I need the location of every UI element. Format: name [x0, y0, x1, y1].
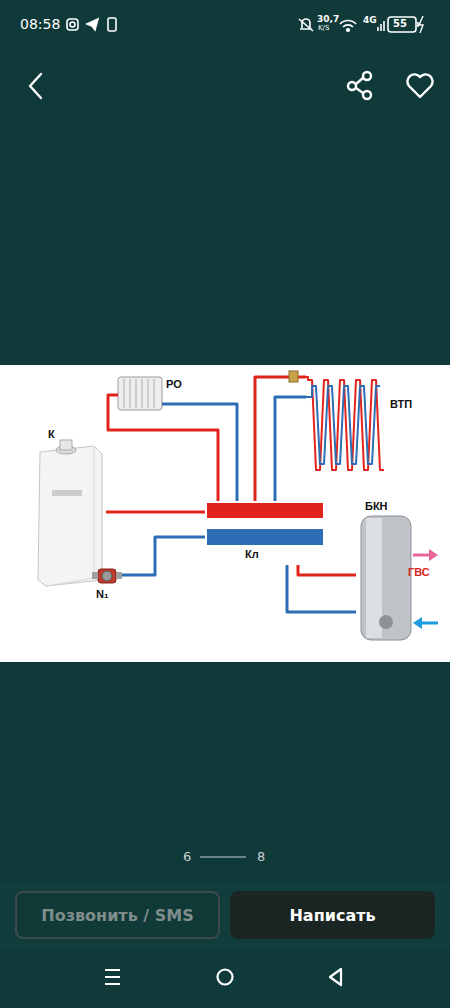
- battery-level: 55: [393, 18, 407, 29]
- network-type: 4G: [363, 15, 377, 25]
- return-pipe: [287, 565, 356, 612]
- part-label: БКН: [365, 500, 388, 512]
- button-text: Написать: [289, 906, 375, 925]
- call-button: Позвонить / SMS: [15, 891, 220, 939]
- image-panel: [0, 365, 450, 662]
- button-text: Позвонить / SMS: [41, 906, 193, 925]
- tank-node: БКН: [356, 500, 416, 642]
- net-speed: 30,7: [317, 14, 339, 24]
- part-label: К: [48, 428, 55, 440]
- supply-pipe: [255, 377, 290, 501]
- part-label: РО: [166, 378, 182, 390]
- pager-line: [200, 856, 246, 857]
- coil-loop: [306, 377, 384, 470]
- pump-node: N₁: [92, 565, 122, 605]
- collector-node: Кл: [205, 501, 325, 565]
- hot-cold-water-arrows: [413, 549, 438, 629]
- return-pipe: [188, 404, 237, 501]
- coil-loop: [306, 386, 380, 464]
- pump: [92, 569, 122, 583]
- button-panel: [0, 882, 450, 950]
- supply-pipe: [108, 395, 218, 501]
- page-count: 8: [257, 849, 265, 864]
- toolbar-icons: [30, 72, 433, 99]
- boiler-node: К: [36, 426, 106, 588]
- water-heater-tank: [361, 516, 411, 640]
- radiator: [116, 377, 188, 410]
- boiler: [38, 440, 102, 586]
- return-pipe: [122, 537, 205, 575]
- net-speed-unit: K/S: [318, 24, 329, 32]
- clock: 08:58: [20, 16, 60, 32]
- nav-icons: [105, 969, 341, 985]
- part-label: Кл: [245, 548, 259, 560]
- part-label: ВТП: [390, 398, 412, 410]
- radiator-node: РО: [116, 374, 188, 408]
- hot-water-label: ГВС: [408, 566, 430, 578]
- write-button: Написать: [230, 891, 435, 939]
- collector-bars: [207, 503, 323, 545]
- supply-pipe: [298, 565, 356, 575]
- page-number: 6: [183, 849, 191, 864]
- floor-heating-coil: [289, 371, 384, 470]
- status-icons: [67, 16, 423, 33]
- supply-pipe: [106, 511, 205, 514]
- part-label: N₁: [96, 588, 109, 600]
- floor-heating-node: ВТП: [290, 370, 425, 476]
- return-pipe: [275, 397, 290, 501]
